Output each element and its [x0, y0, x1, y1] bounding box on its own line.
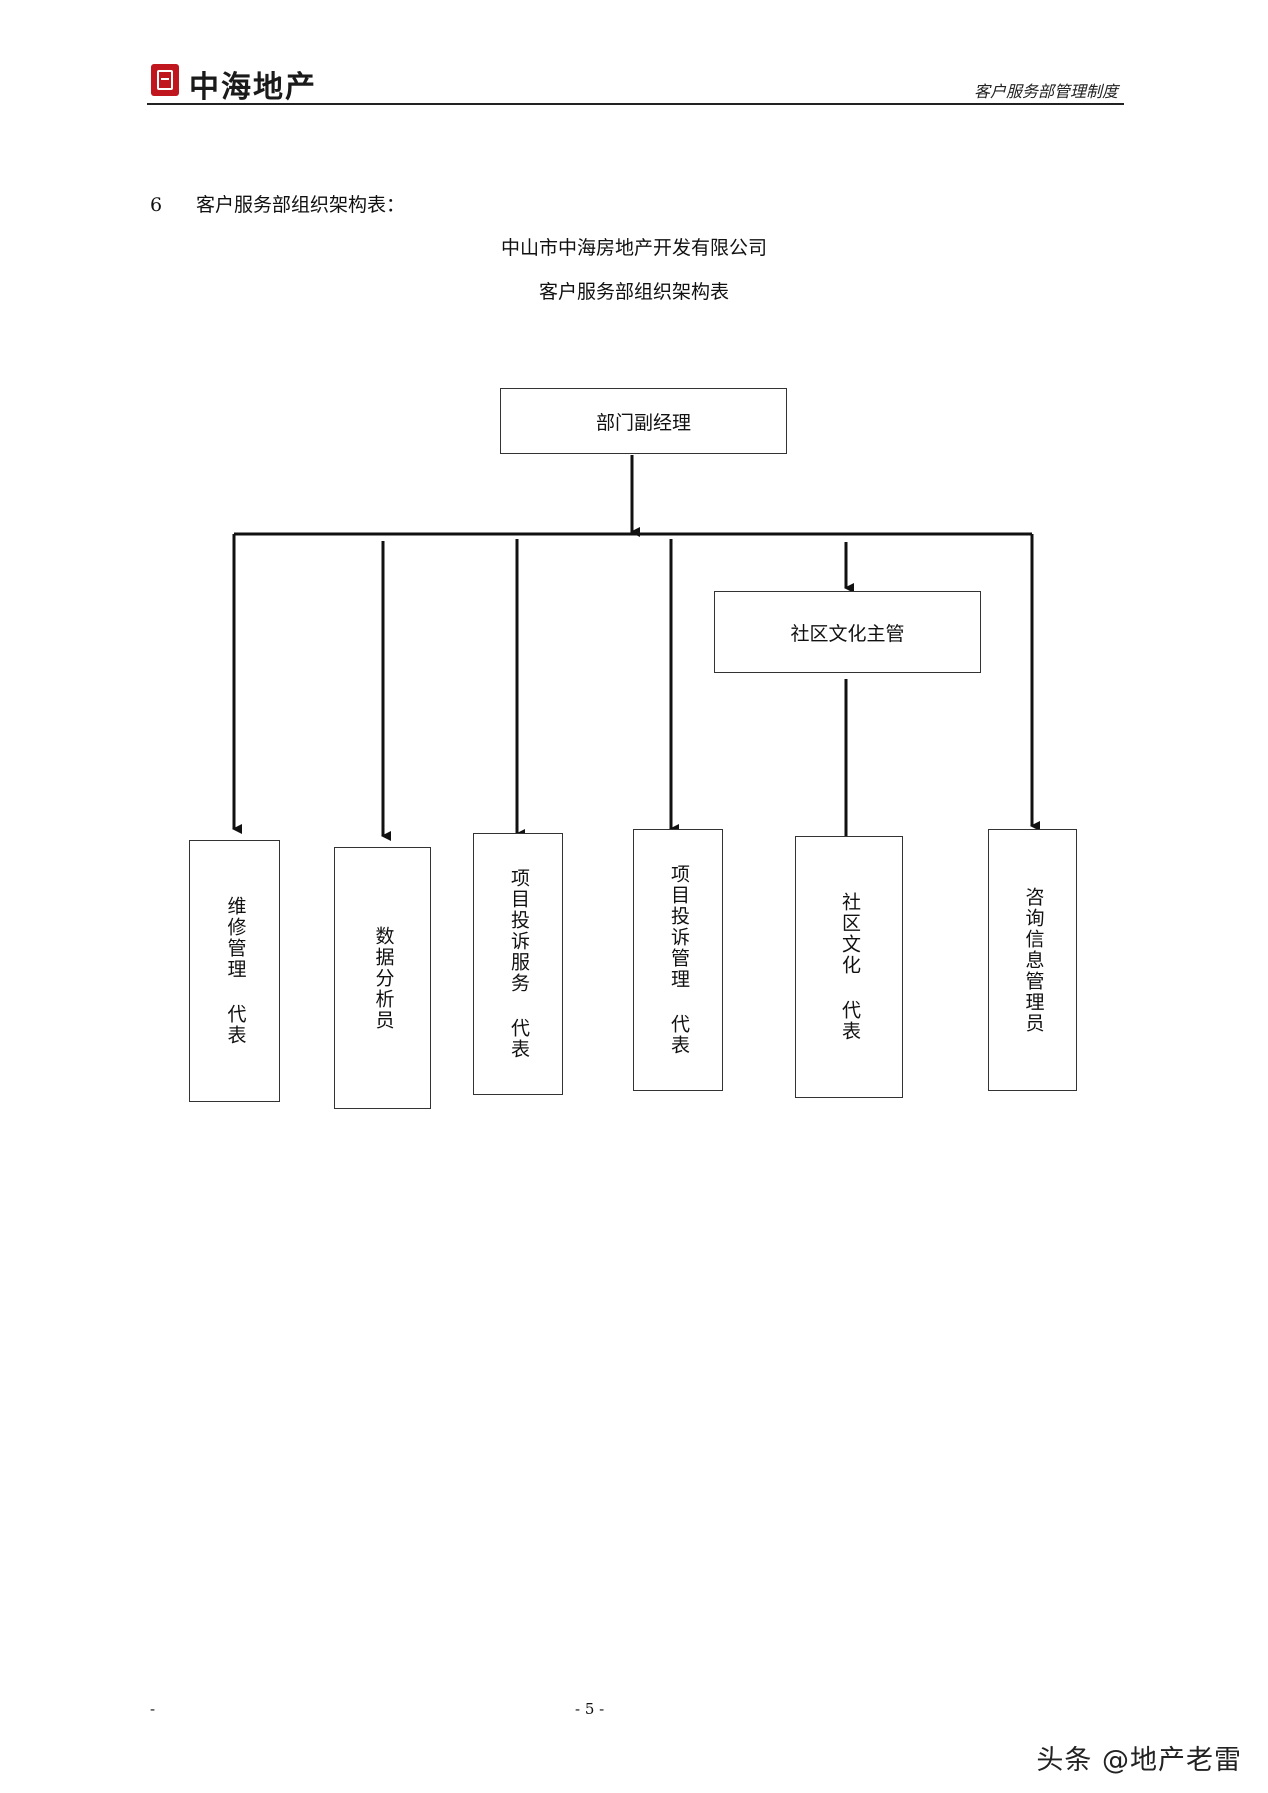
org-label-leaf-1: 维修管理 代表	[224, 896, 247, 1046]
footer-left-mark: -	[150, 1700, 156, 1718]
chart-title: 客户服务部组织架构表	[538, 281, 729, 303]
org-box-leaf-5: 社区文化 代表	[795, 836, 903, 1098]
org-box-leaf-1: 维修管理 代表	[189, 840, 280, 1102]
org-box-leaf-4: 项目投诉管理 代表	[633, 829, 723, 1091]
org-box-leaf-3: 项目投诉服务 代表	[473, 833, 563, 1095]
header-divider	[147, 103, 1124, 105]
org-label-leaf-5: 社区文化 代表	[838, 892, 861, 1042]
header-document-title: 客户服务部管理制度	[973, 82, 1118, 101]
org-label-community-culture-supervisor: 社区文化主管	[790, 622, 905, 645]
section-label: 客户服务部组织架构表：	[196, 194, 406, 216]
section-number: 6	[150, 194, 163, 216]
page-header: 中海地产 客户服务部管理制度	[147, 58, 1124, 105]
company-name: 中山市中海房地产开发有限公司	[500, 237, 767, 259]
company-logo-icon	[151, 64, 179, 96]
org-label-leaf-3: 项目投诉服务 代表	[507, 868, 530, 1060]
section-heading: 6 客户服务部组织架构表：	[150, 190, 405, 217]
org-box-leaf-6: 咨询信息管理员	[988, 829, 1077, 1091]
logo-text: 中海地产	[189, 70, 317, 105]
org-label-deputy-manager: 部门副经理	[595, 411, 691, 434]
source-watermark: 头条 @地产老雷	[1036, 1745, 1242, 1776]
org-label-leaf-2: 数据分析员	[372, 925, 395, 1031]
page-number: - 5 -	[575, 1700, 605, 1718]
org-box-community-culture-supervisor: 社区文化主管	[714, 591, 981, 673]
org-box-leaf-2: 数据分析员	[334, 847, 431, 1109]
org-box-deputy-manager: 部门副经理	[500, 388, 787, 454]
org-label-leaf-6: 咨询信息管理员	[1022, 886, 1045, 1034]
org-label-leaf-4: 项目投诉管理 代表	[667, 864, 690, 1056]
